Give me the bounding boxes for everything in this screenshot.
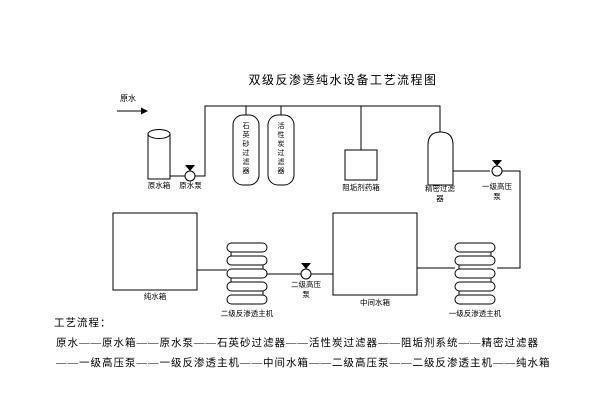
- quartz-filter-shape: [232, 114, 260, 186]
- pure-water-tank-shape: [112, 212, 198, 291]
- stage1-hp-pump-shape: [491, 160, 503, 177]
- process-flow-line1: 原水——原水箱——原水泵——石英砂过滤器——活性炭过滤器——阻垢剂系统——精密过…: [56, 338, 539, 349]
- antiscalant-box-shape: [344, 149, 378, 181]
- raw-water-tank-shape: [147, 129, 171, 180]
- process-flow-heading: 工艺流程：: [54, 318, 112, 329]
- raw-water-label: 原水: [120, 94, 136, 103]
- stage2-ro-unit-label: 二级反渗透主机: [220, 309, 274, 318]
- pipe-header: [195, 105, 441, 177]
- stage2-ro-stack-shape: [226, 242, 268, 305]
- pipe-pump1-to-ro1: [497, 170, 521, 269]
- stage2-hp-pump-label: 二级高压泵: [291, 280, 321, 300]
- page-title: 双级反渗透纯水设备工艺流程图: [248, 73, 438, 87]
- carbon-filter-shape: [267, 114, 295, 186]
- stage1-hp-pump-label: 一级高压泵: [482, 182, 512, 202]
- carbon-filter-label: 活性炭过滤器: [277, 122, 285, 176]
- intermediate-tank-shape: [332, 212, 418, 296]
- intermediate-tank-label: 中间水箱: [360, 298, 390, 307]
- raw-water-pump-label: 原水泵: [179, 181, 202, 190]
- antiscalant-box-label: 阻垢剂药箱: [342, 183, 380, 192]
- quartz-filter-label: 石英砂过滤器: [242, 122, 250, 176]
- precision-filter-shape: [427, 131, 454, 186]
- stage2-hp-pump-shape: [300, 263, 312, 280]
- stage1-ro-unit-label: 一级反渗透主机: [448, 309, 502, 318]
- raw-water-inlet-arrow: [117, 107, 148, 115]
- process-flow-line2: ——一级高压泵——一级反渗透主机——中间水箱——二级高压泵——二级反渗透主机——…: [56, 358, 551, 369]
- precision-filter-label: 精密过滤器: [425, 184, 455, 204]
- raw-water-pump-shape: [184, 165, 196, 182]
- stage1-ro-stack-shape: [454, 242, 496, 305]
- pure-water-tank-label: 纯水箱: [143, 292, 167, 301]
- raw-water-tank-label: 原水箱: [147, 181, 171, 190]
